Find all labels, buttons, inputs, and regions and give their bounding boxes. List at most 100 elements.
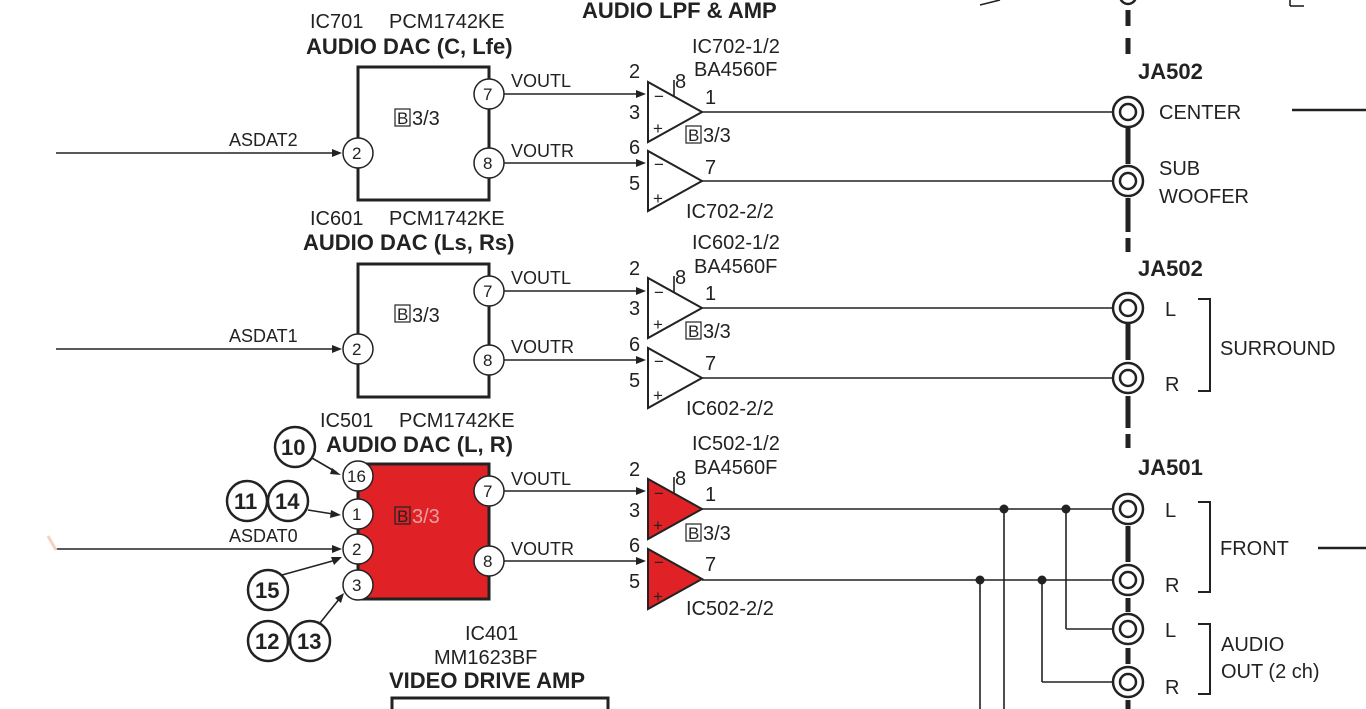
dac-ic501-pin-16: 16 — [347, 467, 366, 486]
dac-ic701-ref-num: 3/3 — [412, 108, 440, 130]
amp-ic602-minus: − — [654, 283, 664, 302]
amp-ic702-ref-num: 3/3 — [703, 125, 731, 147]
dac-ic501-pin-outr: 8 — [483, 552, 492, 571]
jack-sub-label: SUB — [1159, 158, 1200, 180]
top-title: AUDIO LPF & AMP — [582, 0, 777, 23]
amp-ic602-pin-plus: 3 — [629, 298, 640, 320]
jack-surround-group: SURROUND — [1220, 338, 1336, 360]
amp-ic602-plus: + — [653, 315, 663, 334]
video-id: IC401 — [465, 623, 518, 645]
dac-ic701-voutr: VOUTR — [511, 141, 574, 161]
dac-ic501-voutl: VOUTL — [511, 469, 571, 489]
dac-ic601: IC601 PCM1742KE AUDIO DAC (Ls, Rs) B 3/3… — [56, 208, 646, 399]
jack-group-audio-out: L R AUDIO OUT (2 ch) — [1111, 612, 1320, 699]
marker-12: 12 — [255, 629, 279, 654]
jack-group-surround: JA502 L R SURROUND — [1111, 256, 1336, 396]
jack-group-center: JA502 CENTER SUB WOOFER — [1111, 59, 1366, 208]
amp-ic502-pin-plus: 3 — [629, 500, 640, 522]
amp-ic502b-minus: − — [654, 553, 664, 572]
amp-ic502-id-a: IC502-1/2 — [692, 433, 780, 455]
amp-ic602b-pin-minus: 6 — [629, 334, 640, 356]
jack-surround-r: R — [1165, 374, 1179, 396]
amp-ic702-pin-pwr: 8 — [675, 71, 686, 93]
dac-ic601-input: ASDAT1 — [229, 326, 298, 346]
dac-ic601-pin-in: 2 — [352, 340, 361, 359]
dac-ic601-pin-outl: 7 — [483, 282, 492, 301]
amp-ic602b-pin-plus: 5 — [629, 370, 640, 392]
amp-ic702b-plus: + — [653, 189, 663, 208]
dac-ic701-title: AUDIO DAC (C, Lfe) — [306, 34, 513, 59]
amp-ic702b-minus: − — [654, 155, 664, 174]
amp-ic702: IC702-1/2 BA4560F − + 2 3 8 1 B 3/3 − + … — [629, 36, 1112, 223]
amp-ic502: IC502-1/2 BA4560F − + 2 3 8 1 B 3/3 − + … — [629, 433, 1112, 620]
marker-11: 11 — [234, 489, 257, 514]
dac-ic501-input: ASDAT0 — [229, 526, 298, 546]
jack-audio-out-r: R — [1165, 677, 1179, 699]
jack-audio-out-group-1: AUDIO — [1221, 634, 1284, 656]
amp-ic602-ref-num: 3/3 — [703, 321, 731, 343]
amp-ic502-part: BA4560F — [694, 457, 777, 479]
amp-ic602-pin-pwr: 8 — [675, 267, 686, 289]
jack-group-front: JA501 L R FRONT — [1111, 455, 1366, 597]
marker-14: 14 — [275, 489, 300, 514]
jack-surround-l: L — [1165, 299, 1176, 321]
dac-ic701-voutl: VOUTL — [511, 71, 571, 91]
amp-ic602-pin-minus: 2 — [629, 258, 640, 280]
video-title: VIDEO DRIVE AMP — [389, 668, 585, 693]
amp-ic502b-pin-out: 7 — [705, 554, 716, 576]
dac-ic701-input: ASDAT2 — [229, 130, 298, 150]
amp-ic502-pin-out: 1 — [705, 484, 716, 506]
dac-ic501-id: IC501 — [320, 410, 373, 432]
dac-ic501-title: AUDIO DAC (L, R) — [326, 432, 513, 457]
amp-ic702-pin-out: 1 — [705, 87, 716, 109]
dac-ic501-pin-in: 2 — [352, 540, 361, 559]
amp-ic502-minus: − — [654, 484, 664, 503]
amp-ic602b-minus: − — [654, 352, 664, 371]
amp-ic602-id-b: IC602-2/2 — [686, 398, 774, 420]
amp-ic702-id-a: IC702-1/2 — [692, 36, 780, 58]
amp-ic602b-pin-out: 7 — [705, 353, 716, 375]
jack-ja501-connector: JA501 — [1138, 455, 1203, 480]
top-right-fragment — [979, 0, 1304, 7]
dac-ic501: IC501 PCM1742KE AUDIO DAC (L, R) B 3/3 A… — [56, 410, 646, 601]
amp-ic502-pin-pwr: 8 — [675, 468, 686, 490]
dac-ic701-pin-outr: 8 — [483, 154, 492, 173]
jack-front-l: L — [1165, 500, 1176, 522]
jack-woofer-label: WOOFER — [1159, 186, 1249, 208]
audio-out-branch-wires — [975, 504, 1112, 709]
amp-ic502b-plus: + — [653, 587, 663, 606]
dac-ic501-pin-3: 3 — [352, 576, 361, 595]
dac-ic501-pin-1: 1 — [352, 505, 361, 524]
jack-front-group: FRONT — [1220, 538, 1289, 560]
jack-ja502-connector-2: JA502 — [1138, 256, 1203, 281]
amp-ic502b-pin-minus: 6 — [629, 535, 640, 557]
amp-ic702-minus: − — [654, 87, 664, 106]
amp-ic602-pin-out: 1 — [705, 283, 716, 305]
dac-ic601-ref-num: 3/3 — [412, 305, 440, 327]
dac-ic601-voutl: VOUTL — [511, 268, 571, 288]
jack-audio-out-l: L — [1165, 620, 1176, 642]
video-part: MM1623BF — [434, 647, 537, 669]
amp-ic702b-pin-plus: 5 — [629, 173, 640, 195]
dac-ic601-pin-outr: 8 — [483, 351, 492, 370]
callout-markers: 10 11 14 15 12 13 — [225, 425, 344, 663]
amp-ic702-pin-plus: 3 — [629, 102, 640, 124]
dac-ic701-pin-outl: 7 — [483, 85, 492, 104]
dac-ic601-part: PCM1742KE — [389, 208, 505, 230]
marker-10: 10 — [281, 435, 305, 460]
amp-ic702-id-b: IC702-2/2 — [686, 201, 774, 223]
amp-ic602-ref: B — [688, 322, 699, 341]
amp-ic502-id-b: IC502-2/2 — [686, 598, 774, 620]
jack-center-label: CENTER — [1159, 102, 1241, 124]
amp-ic702b-pin-minus: 6 — [629, 137, 640, 159]
dac-ic601-voutr: VOUTR — [511, 337, 574, 357]
amp-ic502-ref-num: 3/3 — [703, 523, 731, 545]
amp-ic702b-pin-out: 7 — [705, 157, 716, 179]
dac-ic501-ref-num: 3/3 — [412, 506, 440, 528]
amp-ic702-pin-minus: 2 — [629, 61, 640, 83]
dac-ic501-ref: B — [397, 507, 408, 526]
amp-ic502b-pin-plus: 5 — [629, 571, 640, 593]
jack-audio-out-group-2: OUT (2 ch) — [1221, 661, 1320, 683]
dac-ic601-ref: B — [397, 305, 408, 324]
